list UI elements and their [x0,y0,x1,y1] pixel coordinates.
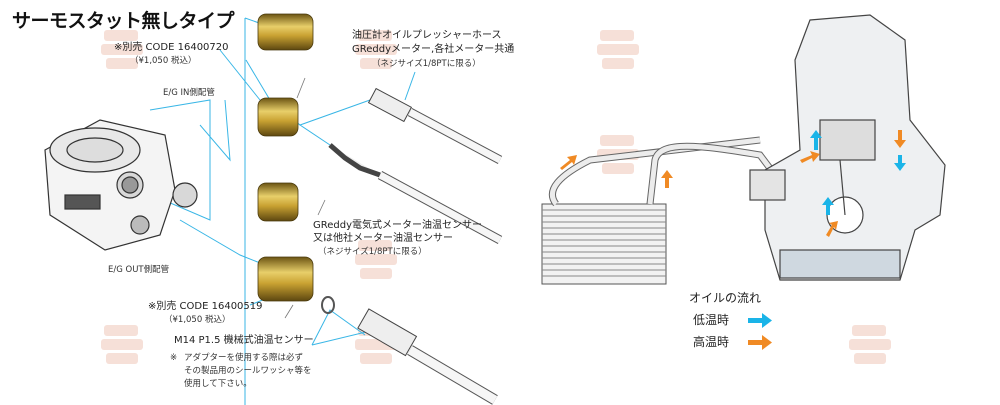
temp-sensor-label: GReddy電気式メーター油温センサー [313,220,483,231]
code-bottom-label: ※別売 CODE 16400519 [148,301,263,312]
pressure-hose-label: 油圧計オイルプレッシャーホース [352,30,502,41]
legend-cold-label: 低温時 [693,313,730,327]
eg-out-label: E/G OUT側配管 [108,265,170,275]
code-top-label: ※別売 CODE 16400720 [114,42,229,53]
page-title: サーモスタット無しタイプ [12,10,235,32]
sensor-hoses [328,87,503,405]
temp-sensor-label-2: 又は他社メーター油温センサー [313,233,453,244]
note-line-1: アダプターを使用する際は必ず [184,353,304,363]
flow-arrows-cold [810,130,906,215]
flow-arrows-hot [560,130,906,237]
price-top-label: （¥1,050 税込） [130,56,197,66]
legend-title: オイルの流れ [689,291,762,305]
mech-sensor-label: M14 P1.5 機械式油温センサー [174,335,314,346]
note-line-3: 使用して下さい。 [184,379,252,389]
oil-block [44,119,198,251]
pressure-hose-thread: （ネジサイズ1/8PTに限る） [372,59,481,69]
pressure-hose-label-2: GReddyメーター,各社メーター共通 [352,44,515,55]
note-mark: ※ [170,353,178,363]
oil-cooler [541,136,778,285]
brass-fittings [257,13,335,314]
price-bottom-label: （¥1,050 税込） [164,315,231,325]
engine-cutaway [749,14,946,281]
legend-hot-label: 高温時 [693,335,730,349]
note-line-2: その製品用のシールワッシャ等を [184,366,312,376]
eg-in-label: E/G IN側配管 [163,88,215,98]
temp-sensor-thread: （ネジサイズ1/8PTに限る） [318,247,427,257]
